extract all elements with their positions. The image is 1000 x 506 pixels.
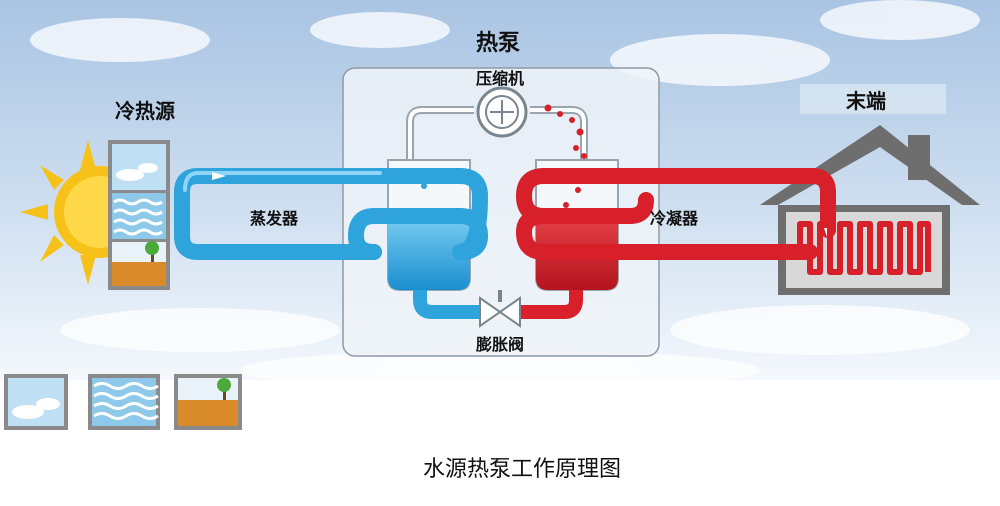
valve-icon bbox=[479, 290, 521, 328]
condenser-label: 冷凝器 bbox=[650, 209, 699, 228]
terminal-label-bg bbox=[800, 84, 946, 114]
evaporator-vessel bbox=[387, 159, 471, 291]
clouds bbox=[30, 0, 980, 390]
sky-tile-icon bbox=[4, 374, 68, 430]
compressor-label: 压缩机 bbox=[476, 69, 524, 88]
hot-water-loop bbox=[516, 168, 836, 260]
cold-source-label: 冷热源 bbox=[115, 99, 175, 123]
tree-icon bbox=[217, 378, 231, 400]
floor-heating-coil bbox=[797, 221, 931, 275]
soil-tile-icon bbox=[174, 374, 242, 430]
hot-gas-dots bbox=[544, 104, 587, 159]
cold-flow-arrow bbox=[212, 172, 226, 180]
expansion-valve-label: 膨胀阀 bbox=[476, 335, 524, 354]
evaporator-label: 蒸发器 bbox=[250, 209, 299, 228]
cold-source-column bbox=[108, 140, 170, 290]
white-footer bbox=[0, 380, 1000, 506]
water-tile-icon bbox=[88, 374, 160, 430]
compressor-icon bbox=[476, 86, 528, 138]
heat-pump-label: 热泵 bbox=[476, 30, 520, 56]
hot-refrigerant-line bbox=[520, 290, 583, 319]
terminal-label: 末端 bbox=[846, 89, 886, 113]
diagram-caption: 水源热泵工作原理图 bbox=[423, 457, 621, 482]
cold-refrigerant-line bbox=[413, 290, 480, 319]
